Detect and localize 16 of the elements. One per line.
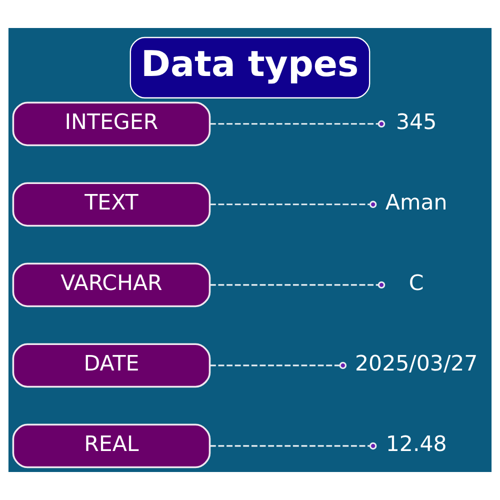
connector (210, 281, 386, 289)
diagram-title: Data types (141, 44, 359, 85)
node-box: INTEGER (12, 102, 211, 146)
node-box: TEXT (12, 182, 211, 227)
node-text: Aman (385, 190, 448, 216)
node-text: C (408, 271, 424, 296)
node-box: VARCHAR (12, 262, 211, 308)
node-text: 2025/03/27 (354, 352, 478, 377)
node-text: 345 (396, 110, 437, 136)
connector (210, 200, 377, 208)
connector (210, 120, 386, 128)
node-box: REAL (12, 424, 211, 468)
node-box: DATE (12, 343, 211, 388)
connector (210, 442, 377, 450)
connector (210, 362, 347, 370)
node-text: 12.48 (386, 432, 447, 458)
